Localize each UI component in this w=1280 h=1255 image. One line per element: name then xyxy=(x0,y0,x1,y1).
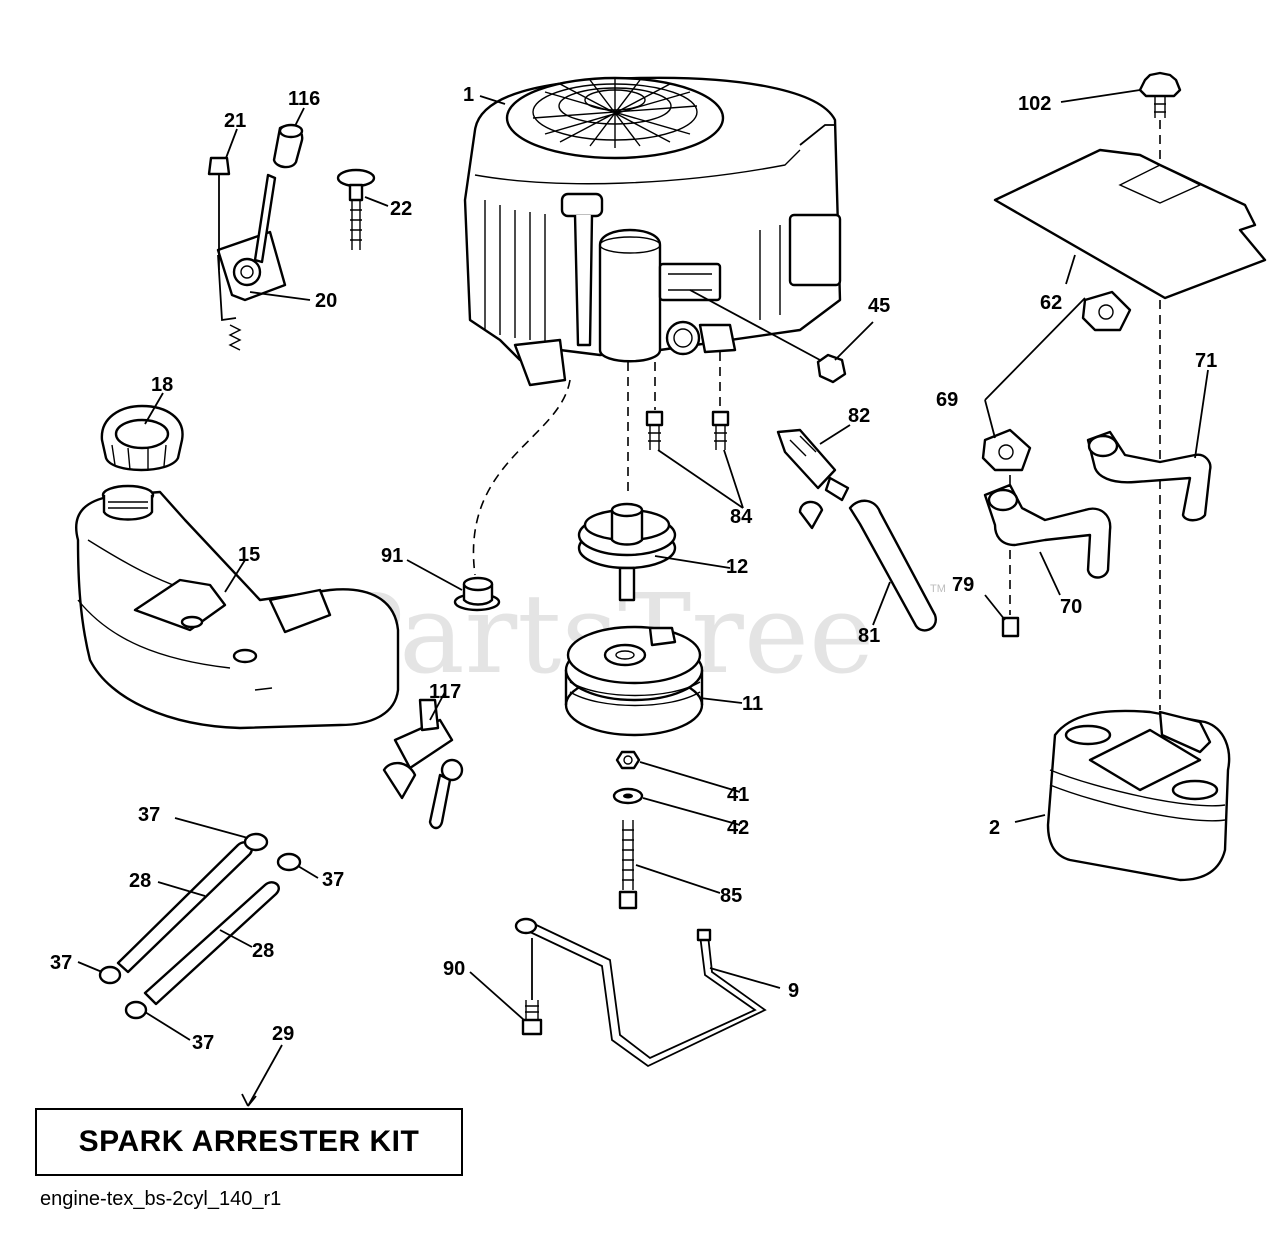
callout-18: 18 xyxy=(151,374,173,396)
knob-102-part xyxy=(1138,71,1182,118)
callout-62: 62 xyxy=(1040,292,1062,314)
oil-drain-valve-part xyxy=(776,428,850,530)
pin-22-part xyxy=(336,168,376,250)
leader-lines xyxy=(77,89,1209,1041)
bolt-90-part xyxy=(521,938,543,1036)
callout-37-left: 37 xyxy=(50,952,72,974)
diagram-caption: engine-tex_bs-2cyl_140_r1 xyxy=(40,1188,282,1210)
nut-41-part xyxy=(615,750,641,770)
assembly-line xyxy=(472,379,571,576)
callout-11: 11 xyxy=(742,693,763,715)
callout-85: 85 xyxy=(720,885,742,907)
oil-drain-hose-part xyxy=(848,499,937,632)
callout-37-top: 37 xyxy=(138,804,160,826)
nut-45-part xyxy=(816,353,847,384)
callout-20: 20 xyxy=(315,290,337,312)
leader-line xyxy=(689,289,821,361)
engine-part xyxy=(463,76,842,387)
callout-117: 117 xyxy=(429,681,461,703)
watermark-trademark: TM xyxy=(930,583,946,595)
fuel-cap-part xyxy=(100,404,184,472)
callout-69: 69 xyxy=(936,389,958,411)
hose-clamps-part xyxy=(98,832,302,1020)
callout-82: 82 xyxy=(848,405,870,427)
callout-91: 91 xyxy=(381,545,403,567)
callout-1: 1 xyxy=(463,84,474,106)
callout-12: 12 xyxy=(726,556,748,578)
callout-70: 70 xyxy=(1060,596,1082,618)
knob-116-part xyxy=(272,123,304,169)
callout-71: 71 xyxy=(1195,350,1217,372)
fuel-shutoff-valve-part xyxy=(382,698,464,830)
callout-2: 2 xyxy=(989,817,1000,839)
callout-81: 81 xyxy=(858,625,880,647)
pulley-part xyxy=(577,502,677,602)
throttle-control-part xyxy=(216,173,287,351)
washer-42-part xyxy=(612,787,644,805)
exhaust-pipe-71-part xyxy=(1086,430,1212,522)
callout-102: 102 xyxy=(1018,93,1051,115)
muffler-part xyxy=(1046,709,1231,882)
electric-clutch-part xyxy=(564,625,704,737)
callout-21: 21 xyxy=(224,110,246,132)
exhaust-pipe-70-part xyxy=(983,483,1112,579)
bolt-85-part xyxy=(618,820,638,910)
callout-116: 116 xyxy=(288,88,320,110)
gaskets-part xyxy=(981,290,1132,472)
callout-37-bottom: 37 xyxy=(192,1032,214,1054)
callout-28-upper: 28 xyxy=(129,870,151,892)
callout-41: 41 xyxy=(727,784,749,806)
callout-45: 45 xyxy=(868,295,890,317)
callout-15: 15 xyxy=(238,544,260,566)
bolt-79-part xyxy=(1001,616,1020,638)
bushing-part xyxy=(453,576,501,612)
callout-42: 42 xyxy=(727,817,749,839)
callout-9: 9 xyxy=(788,980,799,1002)
bolt-21-part xyxy=(207,156,231,270)
callout-22: 22 xyxy=(390,198,412,220)
callout-37-right: 37 xyxy=(322,869,344,891)
callout-84: 84 xyxy=(730,506,753,528)
fuel-tank-part xyxy=(75,484,400,730)
spark-arrester-kit-label: SPARK ARRESTER KIT xyxy=(78,1125,420,1158)
kit-leader-line xyxy=(247,1044,283,1107)
callout-79: 79 xyxy=(952,574,974,596)
callout-90: 90 xyxy=(443,958,465,980)
bolts-84-part xyxy=(645,410,730,450)
kit-leader-arrow xyxy=(241,1093,257,1107)
callout-29: 29 xyxy=(272,1023,294,1045)
fuel-hoses-part xyxy=(116,841,280,1006)
spark-arrester-kit-box: SPARK ARRESTER KIT xyxy=(35,1108,463,1176)
callout-28-lower: 28 xyxy=(252,940,274,962)
heat-shield-part xyxy=(993,148,1267,300)
rod-9-part xyxy=(514,917,767,1068)
